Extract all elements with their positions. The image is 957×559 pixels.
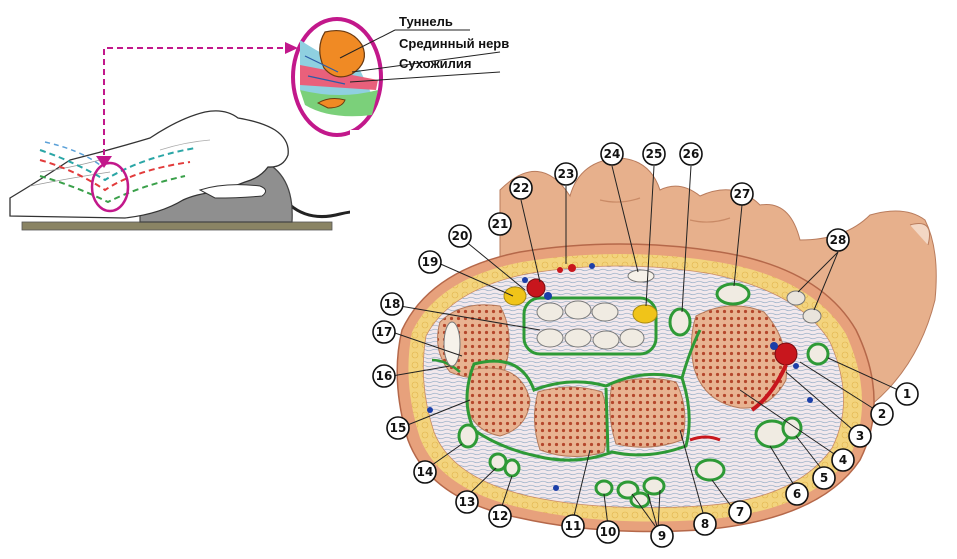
median-nerve bbox=[632, 304, 658, 324]
hand-on-mouse-illustration bbox=[9, 42, 376, 231]
flexor-tendon-group bbox=[522, 296, 658, 356]
bone-capitate bbox=[609, 377, 686, 448]
desk-surface bbox=[21, 221, 333, 231]
callout-27: 27 bbox=[730, 182, 754, 206]
callout-25: 25 bbox=[642, 142, 666, 166]
callout-3: 3 bbox=[848, 424, 872, 448]
callout-6: 6 bbox=[785, 482, 809, 506]
tendon-24 bbox=[627, 269, 655, 283]
inset-label-tunnel: Туннель bbox=[399, 14, 453, 29]
flexor-tendons bbox=[536, 300, 645, 350]
pointer-arrow bbox=[103, 47, 290, 165]
tunnel-shape bbox=[319, 29, 365, 78]
svg-text:20: 20 bbox=[452, 229, 469, 243]
carpal-ligament-sheath bbox=[465, 359, 691, 462]
tendon-28a bbox=[786, 290, 806, 306]
callout-markers: 1 2 3 4 5 6 7 8 9 10 11 12 13 14 15 16 1… bbox=[372, 142, 919, 548]
leader-lines bbox=[391, 165, 908, 531]
callout-22: 22 bbox=[509, 176, 533, 200]
callout-11: 11 bbox=[561, 514, 585, 538]
svg-text:1: 1 bbox=[903, 387, 911, 401]
callout-20: 20 bbox=[448, 224, 472, 248]
wrist-highlight-circle bbox=[90, 161, 130, 213]
callout-10: 10 bbox=[596, 520, 620, 544]
bone-trapezoid bbox=[534, 386, 608, 458]
svg-text:11: 11 bbox=[565, 519, 582, 533]
svg-text:16: 16 bbox=[376, 369, 393, 383]
callout-13: 13 bbox=[455, 490, 479, 514]
callout-23: 23 bbox=[554, 162, 578, 186]
svg-text:19: 19 bbox=[422, 255, 439, 269]
callout-21: 21 bbox=[488, 212, 512, 236]
callout-12: 12 bbox=[488, 504, 512, 528]
svg-text:10: 10 bbox=[600, 525, 617, 539]
tendon-line-blue bbox=[44, 141, 101, 166]
ulnar-nerve bbox=[503, 286, 527, 306]
callout-28: 28 bbox=[826, 228, 850, 252]
svg-text:4: 4 bbox=[839, 453, 847, 467]
svg-text:24: 24 bbox=[604, 147, 621, 161]
svg-text:17: 17 bbox=[376, 325, 393, 339]
inset-label-tendons: Сухожилия bbox=[399, 56, 472, 71]
svg-text:28: 28 bbox=[830, 233, 847, 247]
callout-17: 17 bbox=[372, 320, 396, 344]
svg-text:18: 18 bbox=[384, 297, 401, 311]
tendon-line-red bbox=[39, 159, 191, 192]
tendon-sheaths bbox=[457, 282, 830, 509]
tendon-28b bbox=[802, 308, 822, 324]
callout-15: 15 bbox=[386, 416, 410, 440]
callout-4: 4 bbox=[831, 448, 855, 472]
ulnar-artery bbox=[526, 278, 546, 298]
svg-text:22: 22 bbox=[513, 181, 530, 195]
svg-text:3: 3 bbox=[856, 429, 864, 443]
bone-hamate bbox=[690, 305, 788, 409]
tendon-line-teal bbox=[39, 147, 196, 182]
callout-8: 8 bbox=[693, 512, 717, 536]
svg-text:6: 6 bbox=[793, 487, 801, 501]
svg-text:7: 7 bbox=[736, 505, 744, 519]
svg-text:9: 9 bbox=[658, 529, 666, 543]
tendon-line-green bbox=[39, 175, 186, 204]
callout-5: 5 bbox=[812, 466, 836, 490]
callout-24: 24 bbox=[600, 142, 624, 166]
svg-text:2: 2 bbox=[878, 407, 886, 421]
svg-text:23: 23 bbox=[558, 167, 575, 181]
svg-text:21: 21 bbox=[492, 217, 509, 231]
svg-text:8: 8 bbox=[701, 517, 709, 531]
svg-text:14: 14 bbox=[417, 465, 434, 479]
callout-7: 7 bbox=[728, 500, 752, 524]
svg-text:25: 25 bbox=[646, 147, 663, 161]
tendon-16 bbox=[443, 321, 461, 367]
bone-trapezium bbox=[465, 367, 531, 437]
callout-19: 19 bbox=[418, 250, 442, 274]
radial-artery bbox=[774, 342, 798, 366]
wrist-cross-section bbox=[350, 130, 957, 559]
callout-26: 26 bbox=[679, 142, 703, 166]
callout-1: 1 bbox=[895, 382, 919, 406]
callout-2: 2 bbox=[870, 402, 894, 426]
svg-text:13: 13 bbox=[459, 495, 476, 509]
svg-text:15: 15 bbox=[390, 421, 407, 435]
svg-text:5: 5 bbox=[820, 471, 828, 485]
tunnel-zoom-inset: Туннель Срединный нерв Сухожилия bbox=[291, 14, 509, 137]
inset-label-median-nerve: Срединный нерв bbox=[399, 36, 509, 51]
callout-14: 14 bbox=[413, 460, 437, 484]
svg-text:12: 12 bbox=[492, 509, 509, 523]
callout-9: 9 bbox=[650, 524, 674, 548]
svg-text:26: 26 bbox=[683, 147, 700, 161]
callout-16: 16 bbox=[372, 364, 396, 388]
callout-18: 18 bbox=[380, 292, 404, 316]
svg-text:27: 27 bbox=[734, 187, 751, 201]
